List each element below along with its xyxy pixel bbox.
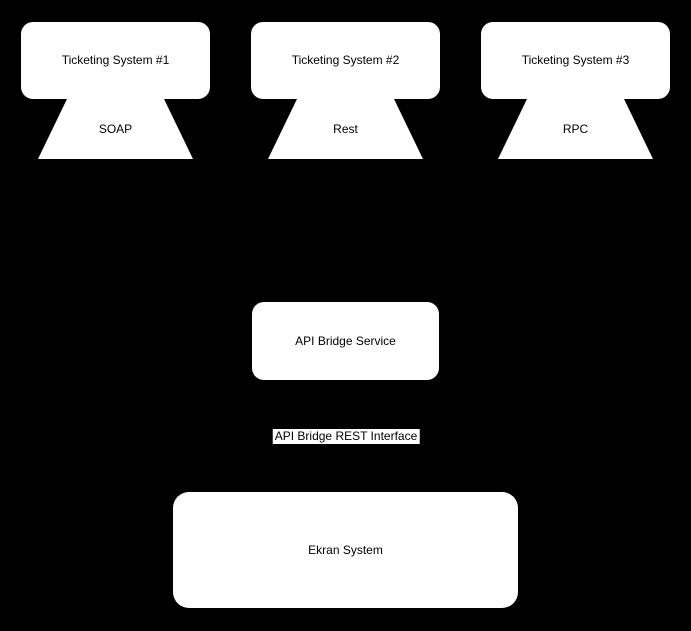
ticketing-system-3-label: Ticketing System #3 [521,53,630,68]
rpc-protocol-label: RPC [562,121,589,136]
ticketing-system-3-node: Ticketing System #3 [481,22,670,99]
ticketing-system-2-node: Ticketing System #2 [251,22,440,99]
rpc-protocol-trapezoid: RPC [498,99,653,159]
soap-protocol-trapezoid: SOAP [38,99,193,159]
rest-protocol-label: Rest [333,121,358,136]
soap-protocol-label: SOAP [98,121,133,136]
ticketing-system-1-label: Ticketing System #1 [61,53,170,68]
api-bridge-service-label: API Bridge Service [295,333,396,348]
ekran-system-label: Ekran System [308,542,383,557]
api-bridge-rest-interface-edge-label: API Bridge REST Interface [272,429,420,444]
ticketing-system-1-node: Ticketing System #1 [21,22,210,99]
api-bridge-service-node: API Bridge Service [252,302,439,380]
ticketing-system-2-label: Ticketing System #2 [291,53,400,68]
rest-protocol-trapezoid: Rest [268,99,423,159]
ekran-system-node: Ekran System [173,492,518,608]
